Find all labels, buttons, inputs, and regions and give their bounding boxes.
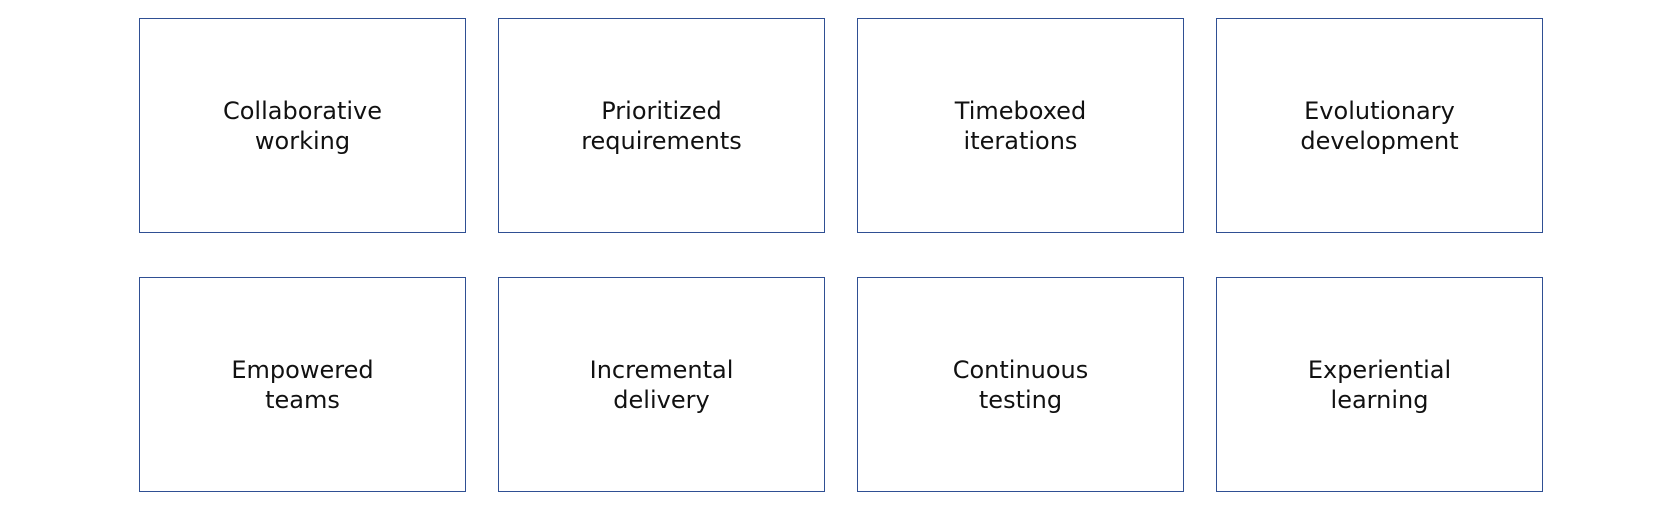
card-label: Prioritized requirements: [581, 96, 742, 155]
card-label: Experiential learning: [1307, 355, 1452, 414]
card-evolutionary-development: Evolutionary development: [1216, 18, 1543, 233]
card-label: Continuous testing: [952, 355, 1089, 414]
card-incremental-delivery: Incremental delivery: [498, 277, 825, 492]
card-experiential-learning: Experiential learning: [1216, 277, 1543, 492]
card-timeboxed-iterations: Timeboxed iterations: [857, 18, 1184, 233]
card-label: Empowered teams: [231, 355, 374, 414]
card-collaborative-working: Collaborative working: [139, 18, 466, 233]
card-label: Timeboxed iterations: [954, 96, 1087, 155]
card-label: Collaborative working: [222, 96, 383, 155]
card-label: Evolutionary development: [1300, 96, 1459, 155]
card-label: Incremental delivery: [589, 355, 734, 414]
card-empowered-teams: Empowered teams: [139, 277, 466, 492]
card-prioritized-requirements: Prioritized requirements: [498, 18, 825, 233]
card-continuous-testing: Continuous testing: [857, 277, 1184, 492]
